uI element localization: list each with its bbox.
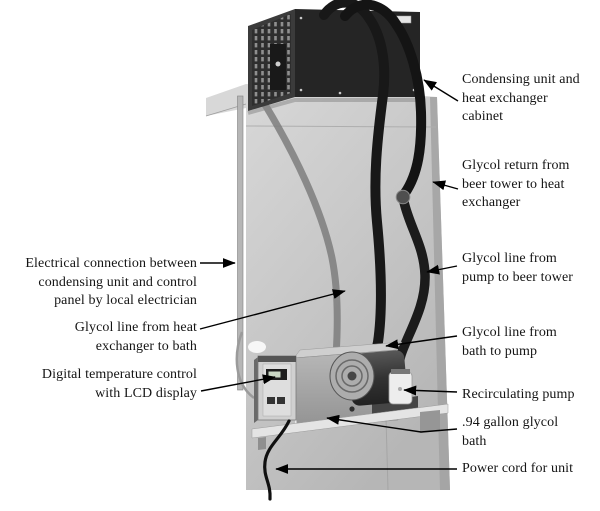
label-pump-to-beer-tower: Glycol line from pump to beer tower: [462, 250, 573, 287]
label-line: Power cord for unit: [462, 461, 574, 476]
leader-condensing-unit: [423, 79, 459, 102]
label-line: Glycol return from: [462, 158, 570, 173]
label-line: exchanger to bath: [95, 338, 197, 354]
label-line: pump to beer tower: [462, 269, 574, 285]
controller-button: [267, 397, 275, 404]
label-glycol-bath: .94 gallon glycol bath: [462, 414, 558, 451]
electrical-conduit: [237, 95, 244, 391]
label-power-cord: Power cord for unit: [462, 460, 573, 479]
controller-button: [277, 397, 285, 404]
label-line: Glycol line from: [462, 325, 557, 340]
leader-recirc-pump: [403, 385, 458, 396]
label-line: beer tower to heat: [462, 176, 565, 192]
power-cord: [263, 419, 291, 501]
mounting-strap: [235, 331, 255, 400]
drain-fitting: [349, 406, 355, 412]
label-line: condensing unit and control: [38, 274, 197, 290]
temperature-controller: [254, 355, 297, 423]
label-line: bath: [462, 433, 487, 449]
glycol-line-heat-exchanger-hose: [260, 99, 341, 360]
flash-highlight: [248, 341, 266, 353]
label-condensing-unit: Condensing unit and heat exchanger cabin…: [462, 71, 580, 127]
label-line: Condensing unit and: [462, 72, 580, 87]
label-line: Recirculating pump: [462, 387, 575, 402]
hose-return-line: [340, 0, 427, 198]
label-electrical-connection: Electrical connection between condensing…: [25, 255, 197, 311]
grille-latch: [270, 44, 286, 90]
leader-glycol-return: [432, 180, 459, 191]
recirculating-pump: [329, 350, 418, 416]
label-digital-temperature-control: Digital temperature control with LCD dis…: [42, 366, 197, 403]
label-line: exchanger: [462, 195, 521, 210]
label-line: .94 gallon glycol: [462, 415, 559, 430]
leader-hx-to-bath: [199, 289, 346, 330]
label-hx-to-bath: Glycol line from heat exchanger to bath: [75, 319, 197, 356]
label-glycol-return: Glycol return from beer tower to heat ex…: [462, 157, 570, 213]
leader-pump-to-tower: [426, 264, 458, 275]
label-line: Glycol line from: [462, 251, 557, 266]
leader-arrows: [199, 79, 459, 474]
label-recirculating-pump: Recirculating pump: [462, 386, 575, 405]
hose-bath-to-pump: [319, 0, 390, 366]
leader-glycol-bath: [326, 414, 458, 433]
leader-bath-to-pump: [385, 335, 458, 350]
label-line: bath to pump: [462, 343, 538, 359]
label-line: Glycol line from heat: [74, 320, 197, 335]
label-line: panel by local electrician: [54, 293, 197, 308]
label-line: Digital temperature control: [41, 367, 197, 382]
label-line: cabinet: [462, 109, 504, 124]
label-line: with LCD display: [95, 385, 197, 401]
label-line: heat exchanger: [462, 90, 548, 106]
label-bath-to-pump: Glycol line from bath to pump: [462, 324, 557, 361]
leader-digital-control: [200, 374, 276, 392]
label-line: Electrical connection between: [25, 256, 197, 271]
ball-fitting: [395, 189, 411, 205]
